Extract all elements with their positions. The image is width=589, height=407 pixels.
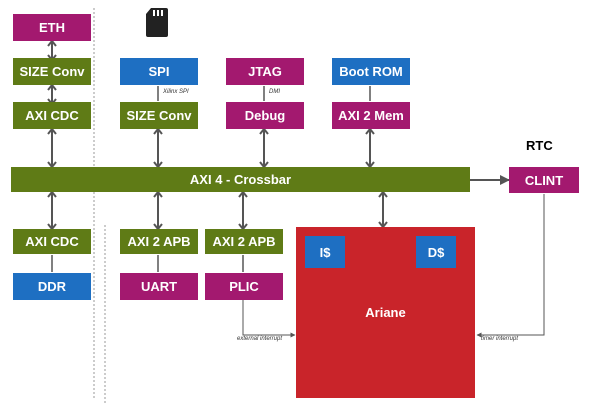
boot-rom-block: Boot ROM xyxy=(332,58,410,85)
xilinx-spi-label: Xilinx SPI xyxy=(163,89,189,95)
rtc-label: RTC xyxy=(526,138,553,153)
axi-2-apb-uart-block: AXI 2 APB xyxy=(120,229,198,254)
dcache-block: D$ xyxy=(416,236,456,268)
axi-2-mem-block: AXI 2 Mem xyxy=(332,102,410,129)
ddr-block: DDR xyxy=(13,273,91,300)
size-conv-spi-block: SIZE Conv xyxy=(120,102,198,129)
eth-block: ETH xyxy=(13,14,91,41)
size-conv-left-block: SIZE Conv xyxy=(13,58,91,85)
spi-block: SPI xyxy=(120,58,198,85)
clint-block: CLINT xyxy=(509,167,579,193)
axi-2-apb-plic-block: AXI 2 APB xyxy=(205,229,283,254)
timer-interrupt-label: timer interrupt xyxy=(481,336,519,342)
dmi-label: DMI xyxy=(269,89,280,95)
uart-block: UART xyxy=(120,273,198,300)
jtag-block: JTAG xyxy=(226,58,304,85)
axi-cdc-bottom-block: AXI CDC xyxy=(13,229,91,254)
axi-cdc-top-block: AXI CDC xyxy=(13,102,91,129)
sd-card-icon xyxy=(146,8,168,37)
debug-block: Debug xyxy=(226,102,304,129)
axi4-crossbar-block: AXI 4 - Crossbar xyxy=(11,167,470,192)
external-interrupt-label: external interrupt xyxy=(237,336,283,342)
icache-block: I$ xyxy=(305,236,345,268)
link-external-interrupt xyxy=(242,300,296,338)
link-timer-interrupt xyxy=(476,194,545,338)
plic-block: PLIC xyxy=(205,273,283,300)
